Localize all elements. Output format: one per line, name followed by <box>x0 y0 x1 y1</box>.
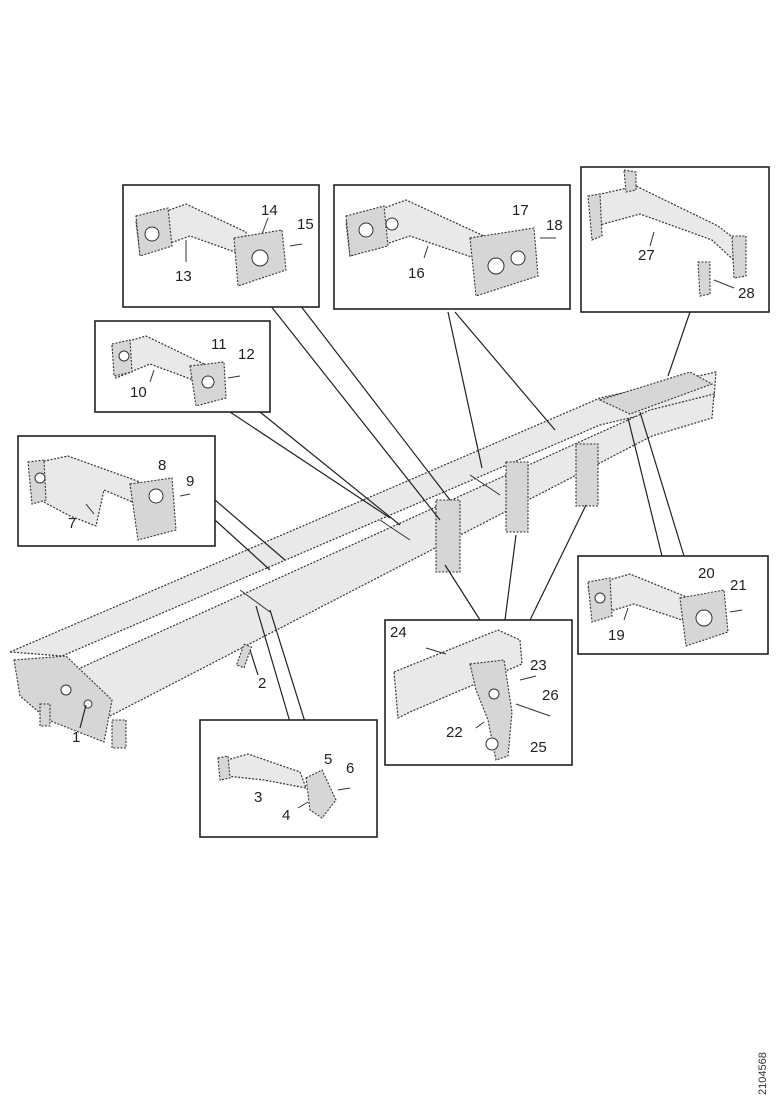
detail-box-7-9: 7 8 9 <box>17 435 216 547</box>
callout-5: 5 <box>324 751 332 768</box>
leader-lines <box>79 304 691 729</box>
callout-21: 21 <box>730 577 747 594</box>
callout-13: 13 <box>175 268 192 285</box>
callout-25: 25 <box>530 739 547 756</box>
callout-28: 28 <box>738 285 755 302</box>
callout-19: 19 <box>608 627 625 644</box>
callout-2: 2 <box>258 675 266 692</box>
frame-side-rail-rear <box>9 371 717 657</box>
callout-26: 26 <box>542 687 559 704</box>
callout-4: 4 <box>282 807 290 824</box>
callout-9: 9 <box>186 473 194 490</box>
detail-box-3-6: 3 4 5 6 <box>199 719 378 838</box>
callout-27: 27 <box>638 247 655 264</box>
callout-11: 11 <box>211 336 227 353</box>
callout-18: 18 <box>546 217 563 234</box>
callout-3: 3 <box>254 789 262 806</box>
callout-16: 16 <box>408 265 425 282</box>
document-number: 2104568 <box>757 1052 769 1095</box>
callout-17: 17 <box>512 202 529 219</box>
callout-23: 23 <box>530 657 547 674</box>
callout-20: 20 <box>698 565 715 582</box>
detail-box-10-12: 10 11 12 <box>94 320 271 413</box>
detail-box-19-21: 19 20 21 <box>577 555 769 655</box>
detail-box-13-15: 13 14 15 <box>122 184 320 308</box>
callout-12: 12 <box>238 346 255 363</box>
chassis-frame <box>9 371 717 749</box>
detail-box-22-26: 22 23 24 25 26 <box>384 619 573 766</box>
callout-8: 8 <box>158 457 166 474</box>
callout-14: 14 <box>261 202 278 219</box>
small-bracket <box>235 643 253 669</box>
callout-15: 15 <box>297 216 314 233</box>
callout-22: 22 <box>446 724 463 741</box>
detail-box-27-28: 27 28 <box>580 166 770 313</box>
callout-1: 1 <box>72 729 80 746</box>
callout-6: 6 <box>346 760 354 777</box>
detail-box-16-18: 16 17 18 <box>333 184 571 310</box>
front-crossmember <box>13 655 113 743</box>
callout-10: 10 <box>130 384 147 401</box>
callout-24: 24 <box>390 624 407 641</box>
callout-7: 7 <box>68 515 76 532</box>
frame-side-rail-front <box>34 393 715 723</box>
